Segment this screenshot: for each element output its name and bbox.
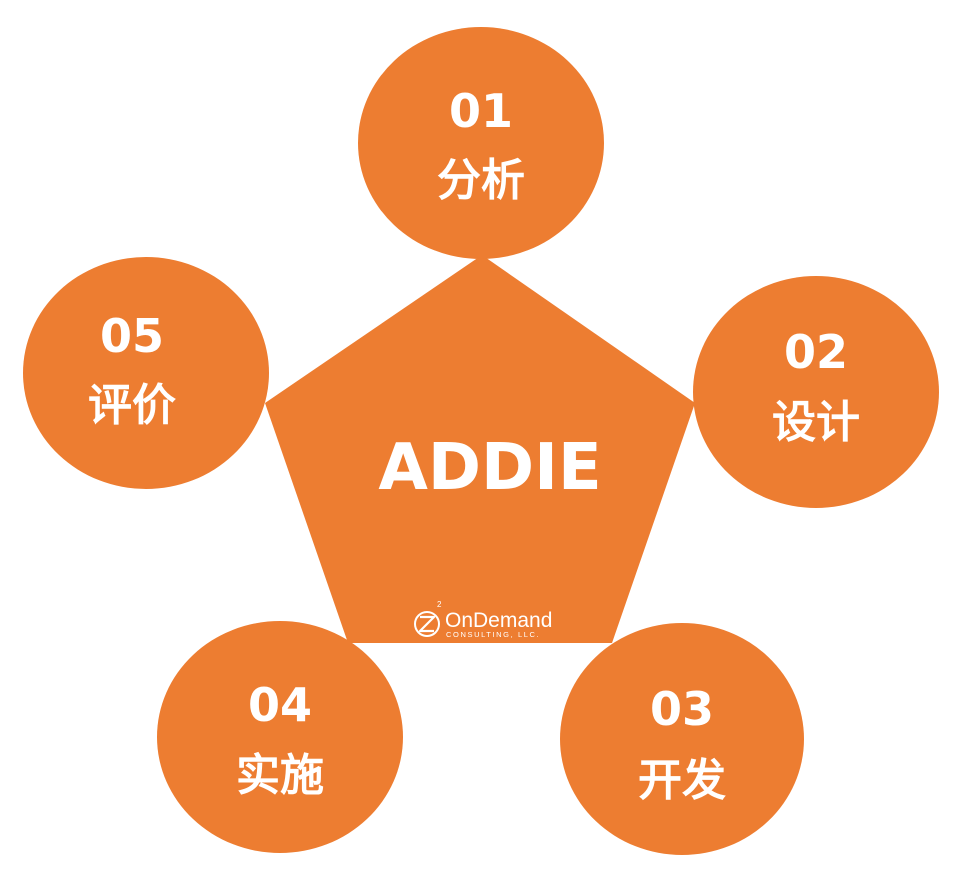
svg-text:2: 2 bbox=[437, 600, 442, 609]
center-pentagon bbox=[265, 255, 695, 643]
logo-mark-icon: 2 bbox=[414, 600, 442, 637]
step-01-node: 01 分析 bbox=[358, 27, 604, 259]
step-label: 评价 bbox=[88, 380, 176, 431]
step-circle bbox=[693, 276, 939, 508]
step-circle bbox=[23, 257, 269, 489]
step-number: 04 bbox=[248, 678, 312, 732]
step-02-node: 02 设计 bbox=[693, 276, 939, 508]
step-number: 05 bbox=[100, 309, 164, 363]
step-04-node: 04 实施 bbox=[157, 621, 403, 853]
step-label: 设计 bbox=[772, 397, 860, 448]
step-number: 02 bbox=[784, 325, 848, 379]
center-title: ADDIE bbox=[378, 431, 601, 505]
step-label: 分析 bbox=[437, 155, 525, 206]
logo-name: OnDemand bbox=[445, 609, 552, 632]
step-05-node: 05 评价 bbox=[23, 257, 269, 489]
step-circle bbox=[157, 621, 403, 853]
ondemand-logo: 2 OnDemand CONSULTING, LLC. bbox=[414, 600, 552, 639]
step-label: 实施 bbox=[236, 750, 324, 801]
step-circle bbox=[358, 27, 604, 259]
step-number: 03 bbox=[650, 682, 714, 736]
step-number: 01 bbox=[449, 84, 513, 138]
step-03-node: 03 开发 bbox=[560, 623, 804, 855]
logo-subtitle: CONSULTING, LLC. bbox=[446, 630, 540, 639]
step-circle bbox=[560, 623, 804, 855]
step-label: 开发 bbox=[638, 755, 726, 806]
